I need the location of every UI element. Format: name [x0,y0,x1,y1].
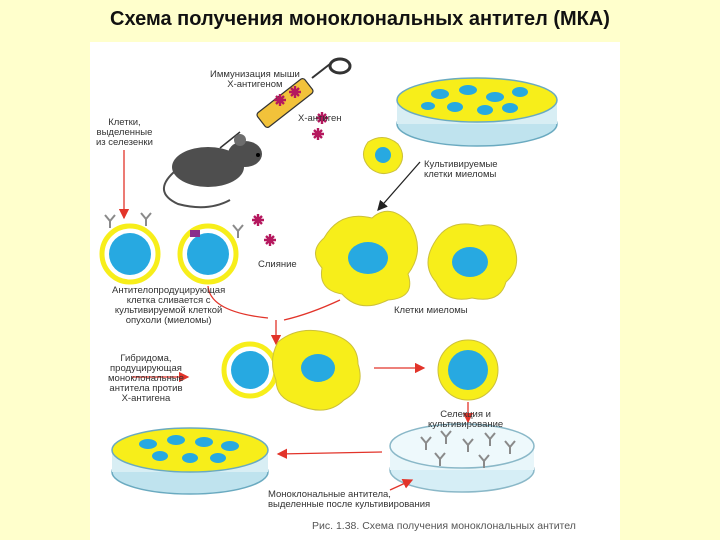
selection-label: Селекция и культивирование [428,409,504,430]
immunization-label: Иммунизация мыши X-антигеном [210,69,300,90]
syringe-icon [219,57,352,149]
selected-hybridoma-cell [437,339,499,401]
antibody-dish [389,423,535,493]
diagram-panel: Иммунизация мыши X-антигеном X-антиген К… [90,42,620,540]
hybridoma-label: Гибридома, продуцирующая моноклональные … [108,353,184,404]
fusion-arrow-left [207,285,269,319]
antibody-cell-label: Антителопродуцирующая клетка сливается с… [112,285,226,326]
arrow-dish-to-myeloma [377,161,421,211]
myeloma-cell-1 [315,210,418,307]
myeloma-cell-2 [427,223,518,300]
x-antigen-label: X-антиген [298,113,342,124]
fusion-arrow-right [283,299,341,321]
small-myeloma-cell [363,137,403,174]
arrow-monoclonal-label [389,479,414,491]
arrow-to-hybridoma-dish [276,448,383,460]
spleen-cell-2 [177,223,244,285]
mouse-icon [163,134,262,209]
spleen-cells-label: Клетки, выделенные из селезенки [96,117,153,148]
spleen-cell-1 [99,212,161,285]
page-title: Схема получения моноклональных антител (… [110,8,610,30]
monoclonal-label: Моноклональные антитела, выделенные посл… [268,489,431,510]
fusion-label: Слияние [258,259,297,270]
cultured-myeloma-label: Культивируемые клетки миеломы [424,159,498,180]
diagram-graphics [99,57,558,495]
figure-caption: Рис. 1.38. Схема получения моноклональны… [312,520,576,532]
myeloma-cells-label: Клетки миеломы [394,305,468,316]
antigen-binding-icon [250,212,278,248]
hybridoma-culture-dish [111,427,269,495]
hybridoma-fusing-cell [221,329,361,411]
myeloma-culture-dish [396,77,558,147]
